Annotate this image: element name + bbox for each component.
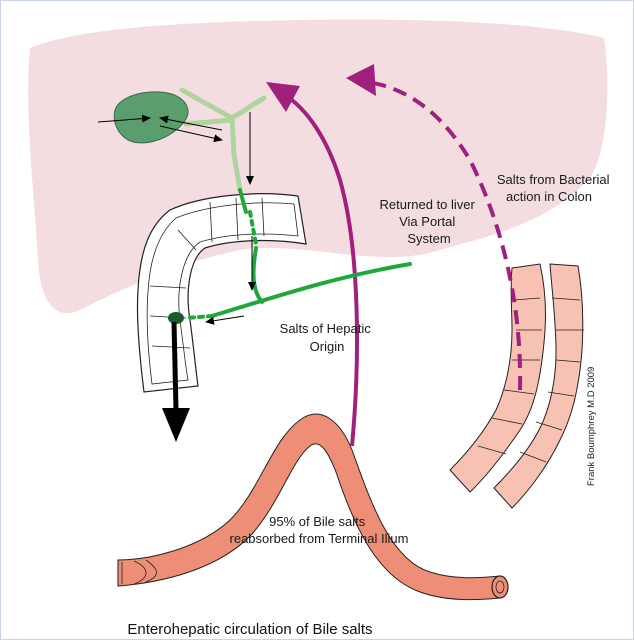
- duodenum: [137, 194, 306, 392]
- excretion-arrowhead: [162, 408, 190, 442]
- credit-text: Frank Boumphrey M.D 2009: [586, 367, 597, 486]
- excretion-arrow: [174, 322, 176, 410]
- label-hepatic: Salts of Hepatic Origin: [280, 321, 375, 354]
- colon: [450, 264, 584, 508]
- diagram-caption: Enterohepatic circulation of Bile salts: [127, 621, 372, 638]
- terminal-ileum: [118, 414, 508, 600]
